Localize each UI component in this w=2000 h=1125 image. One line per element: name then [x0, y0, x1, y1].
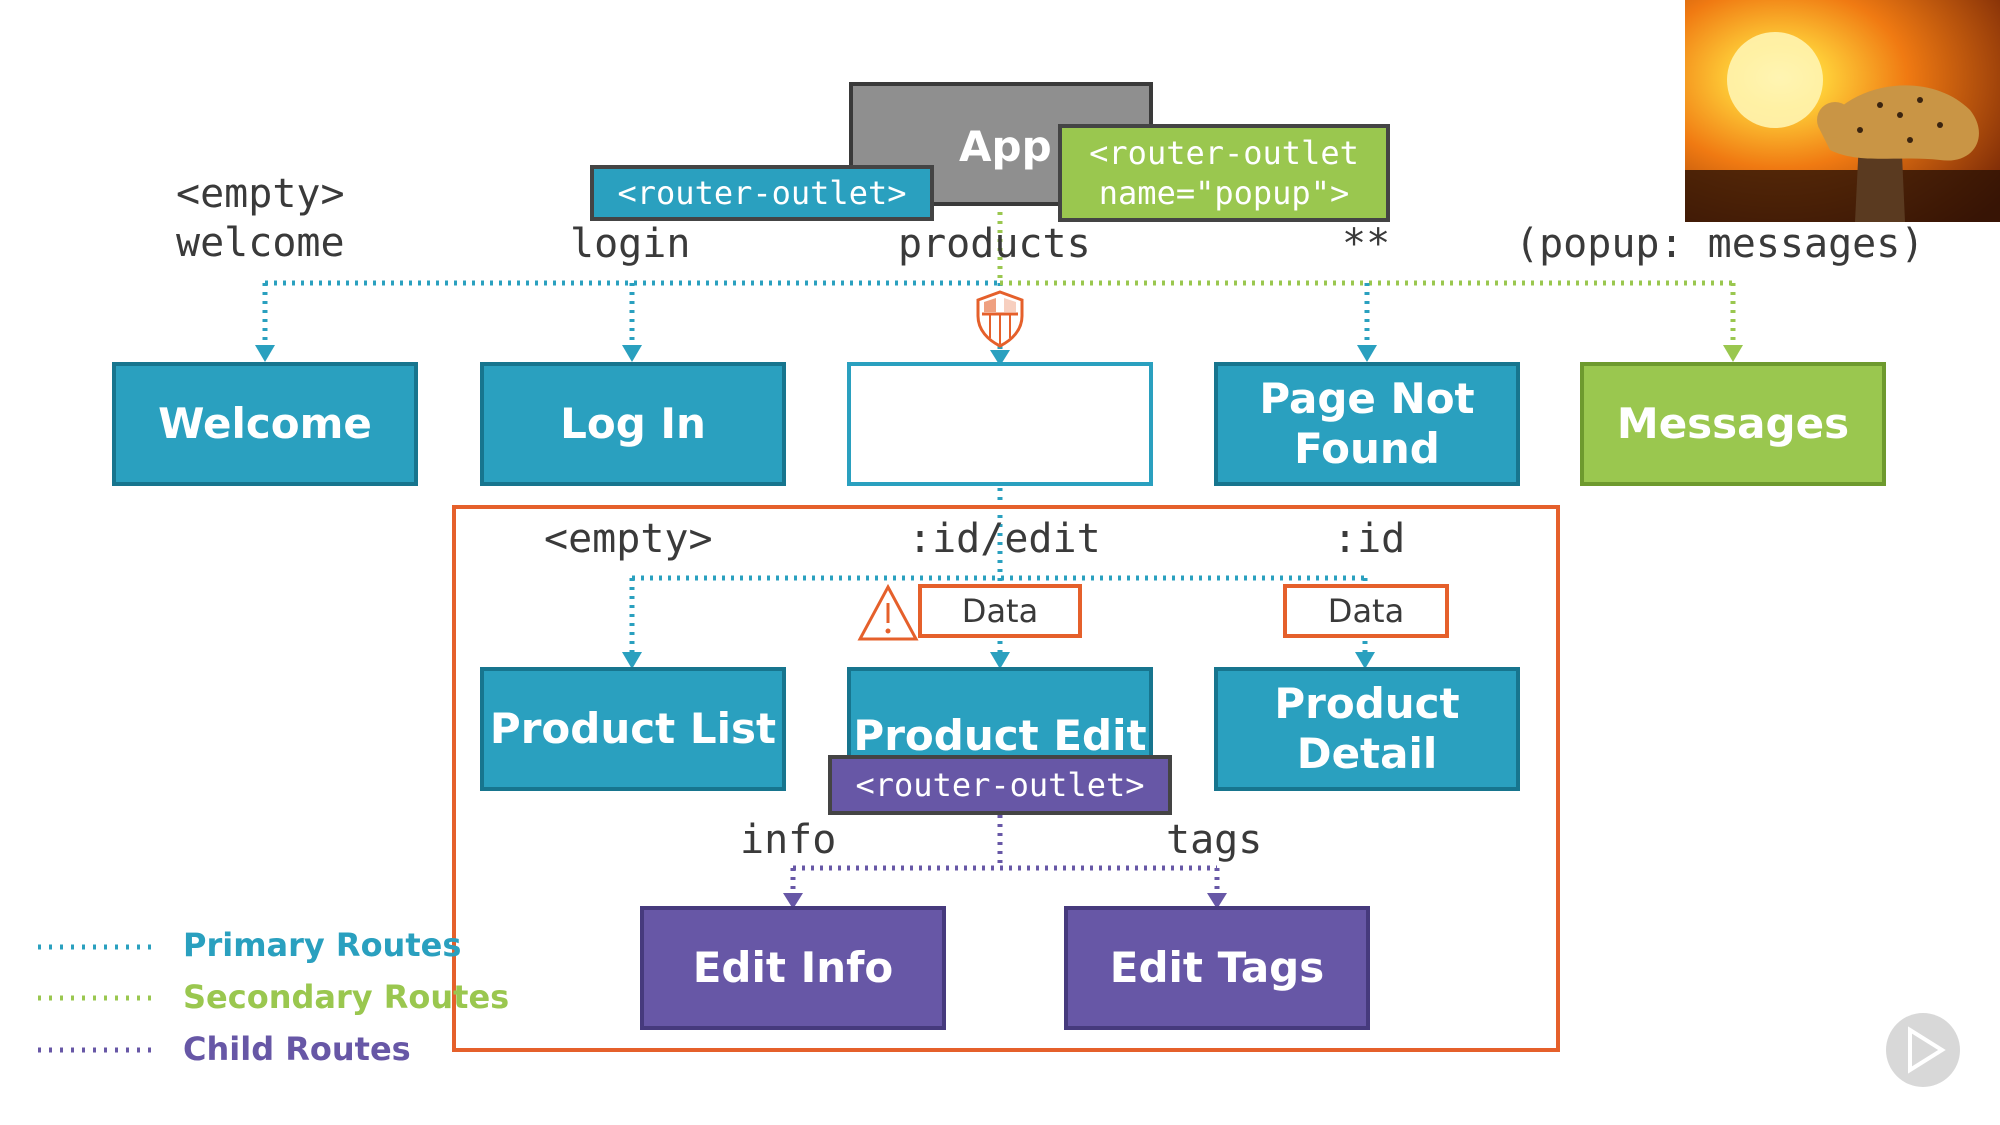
primary-router-outlet: <router-outlet>	[590, 165, 934, 221]
route-label-wildcard: **	[1342, 221, 1391, 267]
data-resolver-edit: Data	[918, 584, 1082, 638]
shield-icon	[976, 290, 1024, 348]
legend-secondary-routes: Secondary Routes	[183, 978, 510, 1016]
product-detail-node: Product Detail	[1214, 667, 1520, 791]
welcome-node: Welcome	[112, 362, 418, 486]
route-label-welcome: <empty> welcome	[176, 171, 345, 266]
child-route-lines	[790, 815, 1220, 895]
product-list-node: Product List	[480, 667, 786, 791]
legend-child-routes: Child Routes	[183, 1030, 411, 1068]
popup-router-outlet: <router-outlet name="popup">	[1058, 124, 1390, 222]
legend-primary-routes: Primary Routes	[183, 926, 462, 964]
play-icon[interactable]	[1886, 1013, 1960, 1087]
child-arrowheads	[783, 893, 1227, 909]
primary-arrowheads	[255, 345, 1375, 669]
edit-info-node: Edit Info	[640, 906, 946, 1030]
warning-triangle-icon	[857, 583, 919, 641]
page-not-found-node: Page Not Found	[1214, 362, 1520, 486]
route-label-product-edit: :id/edit	[908, 516, 1101, 562]
route-label-tags: tags	[1166, 817, 1263, 863]
login-node: Log In	[480, 362, 786, 486]
route-label-info: info	[740, 817, 837, 863]
edit-tags-node: Edit Tags	[1064, 906, 1370, 1030]
route-label-login: login	[570, 221, 691, 267]
primary-route-lines	[262, 280, 1368, 655]
secondary-route-lines	[997, 212, 1736, 350]
route-label-popup-messages: (popup: messages)	[1515, 221, 1925, 267]
child-router-outlet: <router-outlet>	[828, 755, 1172, 815]
products-children-frame	[452, 505, 1560, 1052]
route-label-products: products	[898, 221, 1091, 267]
route-label-product-list: <empty>	[544, 516, 713, 562]
route-label-product-detail: :id	[1333, 516, 1406, 562]
legend-swatches	[38, 944, 158, 1053]
messages-node: Messages	[1580, 362, 1886, 486]
leopard-sunset-photo	[1685, 0, 2000, 222]
data-resolver-detail: Data	[1283, 584, 1449, 638]
products-node	[847, 362, 1153, 486]
